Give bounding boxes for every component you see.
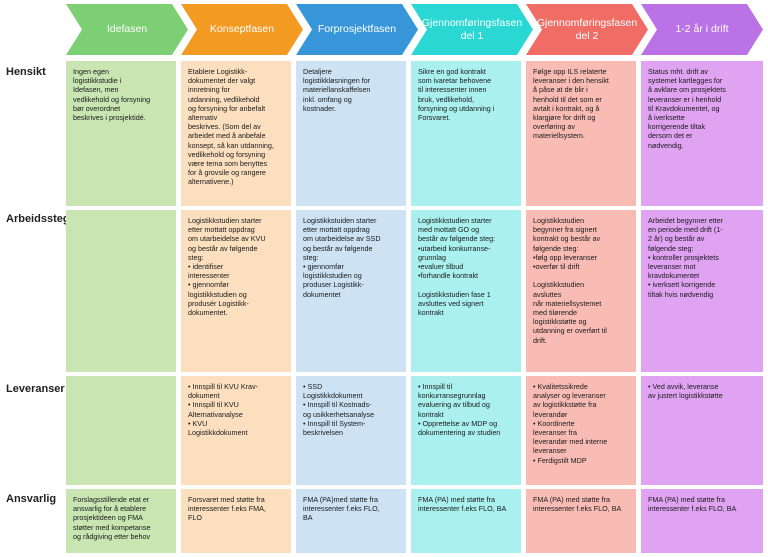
cell-ansvarlig-gjennomforing-del1: FMA (PA) med støtte fra interessenter f.…: [411, 489, 521, 553]
cell-leveranser-gjennomforing-del1: • Innspill til konkurransegrunnlag evalu…: [411, 376, 521, 485]
cell-ansvarlig-drift: FMA (PA) med støtte fra interessenter f.…: [641, 489, 763, 553]
cell-text: FMA (PA)med støtte fra interessenter f.e…: [303, 495, 380, 523]
phase-chevron-shape: [641, 4, 763, 55]
cell-text: Sikre en god kontrakt som ivaretar behov…: [418, 67, 495, 123]
cell-text: Ingen egen logistikkstudie i Idefasen, m…: [73, 67, 151, 123]
cell-arbeidssteg-gjennomforing-del2: Logistikkstudien begynner fra signert ko…: [526, 210, 636, 372]
phase-konseptfasen: Konseptfasen: [181, 4, 303, 55]
cell-arbeidssteg-gjennomforing-del1: Logistikkstudien starter med mottatt GO …: [411, 210, 521, 372]
phase-title: Gjennomføringsfasen del 2: [536, 16, 638, 42]
phase-chevron-shape: [411, 4, 533, 55]
phase-title: Konseptfasen: [209, 23, 275, 35]
cell-hensikt-konseptfasen: Etablere Logistikk- dokumentet der valgt…: [181, 61, 291, 206]
cell-ansvarlig-forprosjektfasen: FMA (PA)med støtte fra interessenter f.e…: [296, 489, 406, 553]
cell-text: FMA (PA) med støtte fra interessenter f.…: [418, 495, 507, 514]
cell-ansvarlig-konseptfasen: Forsvaret med støtte fra interessenter f…: [181, 489, 291, 553]
cell-text: Etablere Logistikk- dokumentet der valgt…: [188, 67, 274, 187]
cell-hensikt-idefasen: Ingen egen logistikkstudie i Idefasen, m…: [66, 61, 176, 206]
phase-gjennomforing-del1: Gjennomføringsfasen del 1: [411, 4, 533, 55]
phase-gjennomforing-del2: Gjennomføringsfasen del 2: [526, 4, 648, 55]
cell-text: • Kvalitetssikrede analyser og leveranse…: [533, 382, 608, 465]
cell-text: • Ved avvik, leveranse av justert logist…: [648, 382, 723, 401]
phase-title: 1-2 år i drift: [675, 23, 729, 35]
cell-text: Detaljere logistikkløsningen for materie…: [303, 67, 371, 113]
cell-text: Forslagsstillende etat er ansvarlig for …: [73, 495, 151, 541]
cell-hensikt-forprosjektfasen: Detaljere logistikkløsningen for materie…: [296, 61, 406, 206]
cell-leveranser-drift: • Ved avvik, leveranse av justert logist…: [641, 376, 763, 485]
cell-text: Arbeidet begynner etter en periode med d…: [648, 216, 724, 299]
phase-chevron-shape: [181, 4, 303, 55]
cell-text: • Innspill til konkurransegrunnlag evalu…: [418, 382, 501, 438]
cell-text: • Innspill til KVU Krav- dokument • Inns…: [188, 382, 259, 438]
cell-arbeidssteg-forprosjektfasen: Logistikkstuiden starter etter mottatt o…: [296, 210, 406, 372]
cell-text: FMA (PA) med støtte fra interessenter f.…: [533, 495, 622, 514]
cell-text: Logistikkstudien starter med mottatt GO …: [418, 216, 496, 318]
cell-text: Følge opp ILS relaterte leveranser i den…: [533, 67, 609, 141]
cell-leveranser-idefasen: [66, 376, 176, 485]
row-label-ansvarlig: Ansvarlig: [6, 493, 57, 505]
phase-chevron-shape: [526, 4, 648, 55]
cell-arbeidssteg-konseptfasen: Logistikkstudien starter etter mottatt o…: [181, 210, 291, 372]
cell-text: Logistikkstudien begynner fra signert ko…: [533, 216, 607, 345]
cell-arbeidssteg-idefasen: [66, 210, 176, 372]
cell-ansvarlig-gjennomforing-del2: FMA (PA) med støtte fra interessenter f.…: [526, 489, 636, 553]
cell-text: Logistikkstudien starter etter mottatt o…: [188, 216, 266, 318]
cell-arbeidssteg-drift: Arbeidet begynner etter en periode med d…: [641, 210, 763, 372]
row-label-arbeidssteg: Arbeidssteg: [6, 213, 70, 225]
cell-text: FMA (PA) med støtte fra interessenter f.…: [648, 495, 737, 514]
cell-text: Forsvaret med støtte fra interessenter f…: [188, 495, 266, 523]
cell-hensikt-gjennomforing-del1: Sikre en god kontrakt som ivaretar behov…: [411, 61, 521, 206]
row-label-hensikt: Hensikt: [6, 66, 46, 78]
phase-title: Forprosjektfasen: [317, 23, 397, 35]
phase-chevron-shape: [296, 4, 418, 55]
phase-forprosjektfasen: Forprosjektfasen: [296, 4, 418, 55]
phase-title: Gjennomføringsfasen del 1: [421, 16, 523, 42]
cell-ansvarlig-idefasen: Forslagsstillende etat er ansvarlig for …: [66, 489, 176, 553]
phase-title: Idefasen: [106, 23, 148, 35]
cell-hensikt-gjennomforing-del2: Følge opp ILS relaterte leveranser i den…: [526, 61, 636, 206]
cell-leveranser-forprosjektfasen: • SSD Logistikkdokument • Innspill til K…: [296, 376, 406, 485]
row-label-leveranser: Leveranser: [6, 383, 65, 395]
cell-leveranser-gjennomforing-del2: • Kvalitetssikrede analyser og leveranse…: [526, 376, 636, 485]
cell-text: Status mht. drift av systemet kartlegges…: [648, 67, 726, 150]
phase-idefasen: Idefasen: [66, 4, 188, 55]
cell-text: Logistikkstuiden starter etter mottatt o…: [303, 216, 381, 299]
phase-chevron-shape: [66, 4, 188, 55]
phase-drift: 1-2 år i drift: [641, 4, 763, 55]
cell-text: • SSD Logistikkdokument • Innspill til K…: [303, 382, 375, 438]
cell-leveranser-konseptfasen: • Innspill til KVU Krav- dokument • Inns…: [181, 376, 291, 485]
cell-hensikt-drift: Status mht. drift av systemet kartlegges…: [641, 61, 763, 206]
